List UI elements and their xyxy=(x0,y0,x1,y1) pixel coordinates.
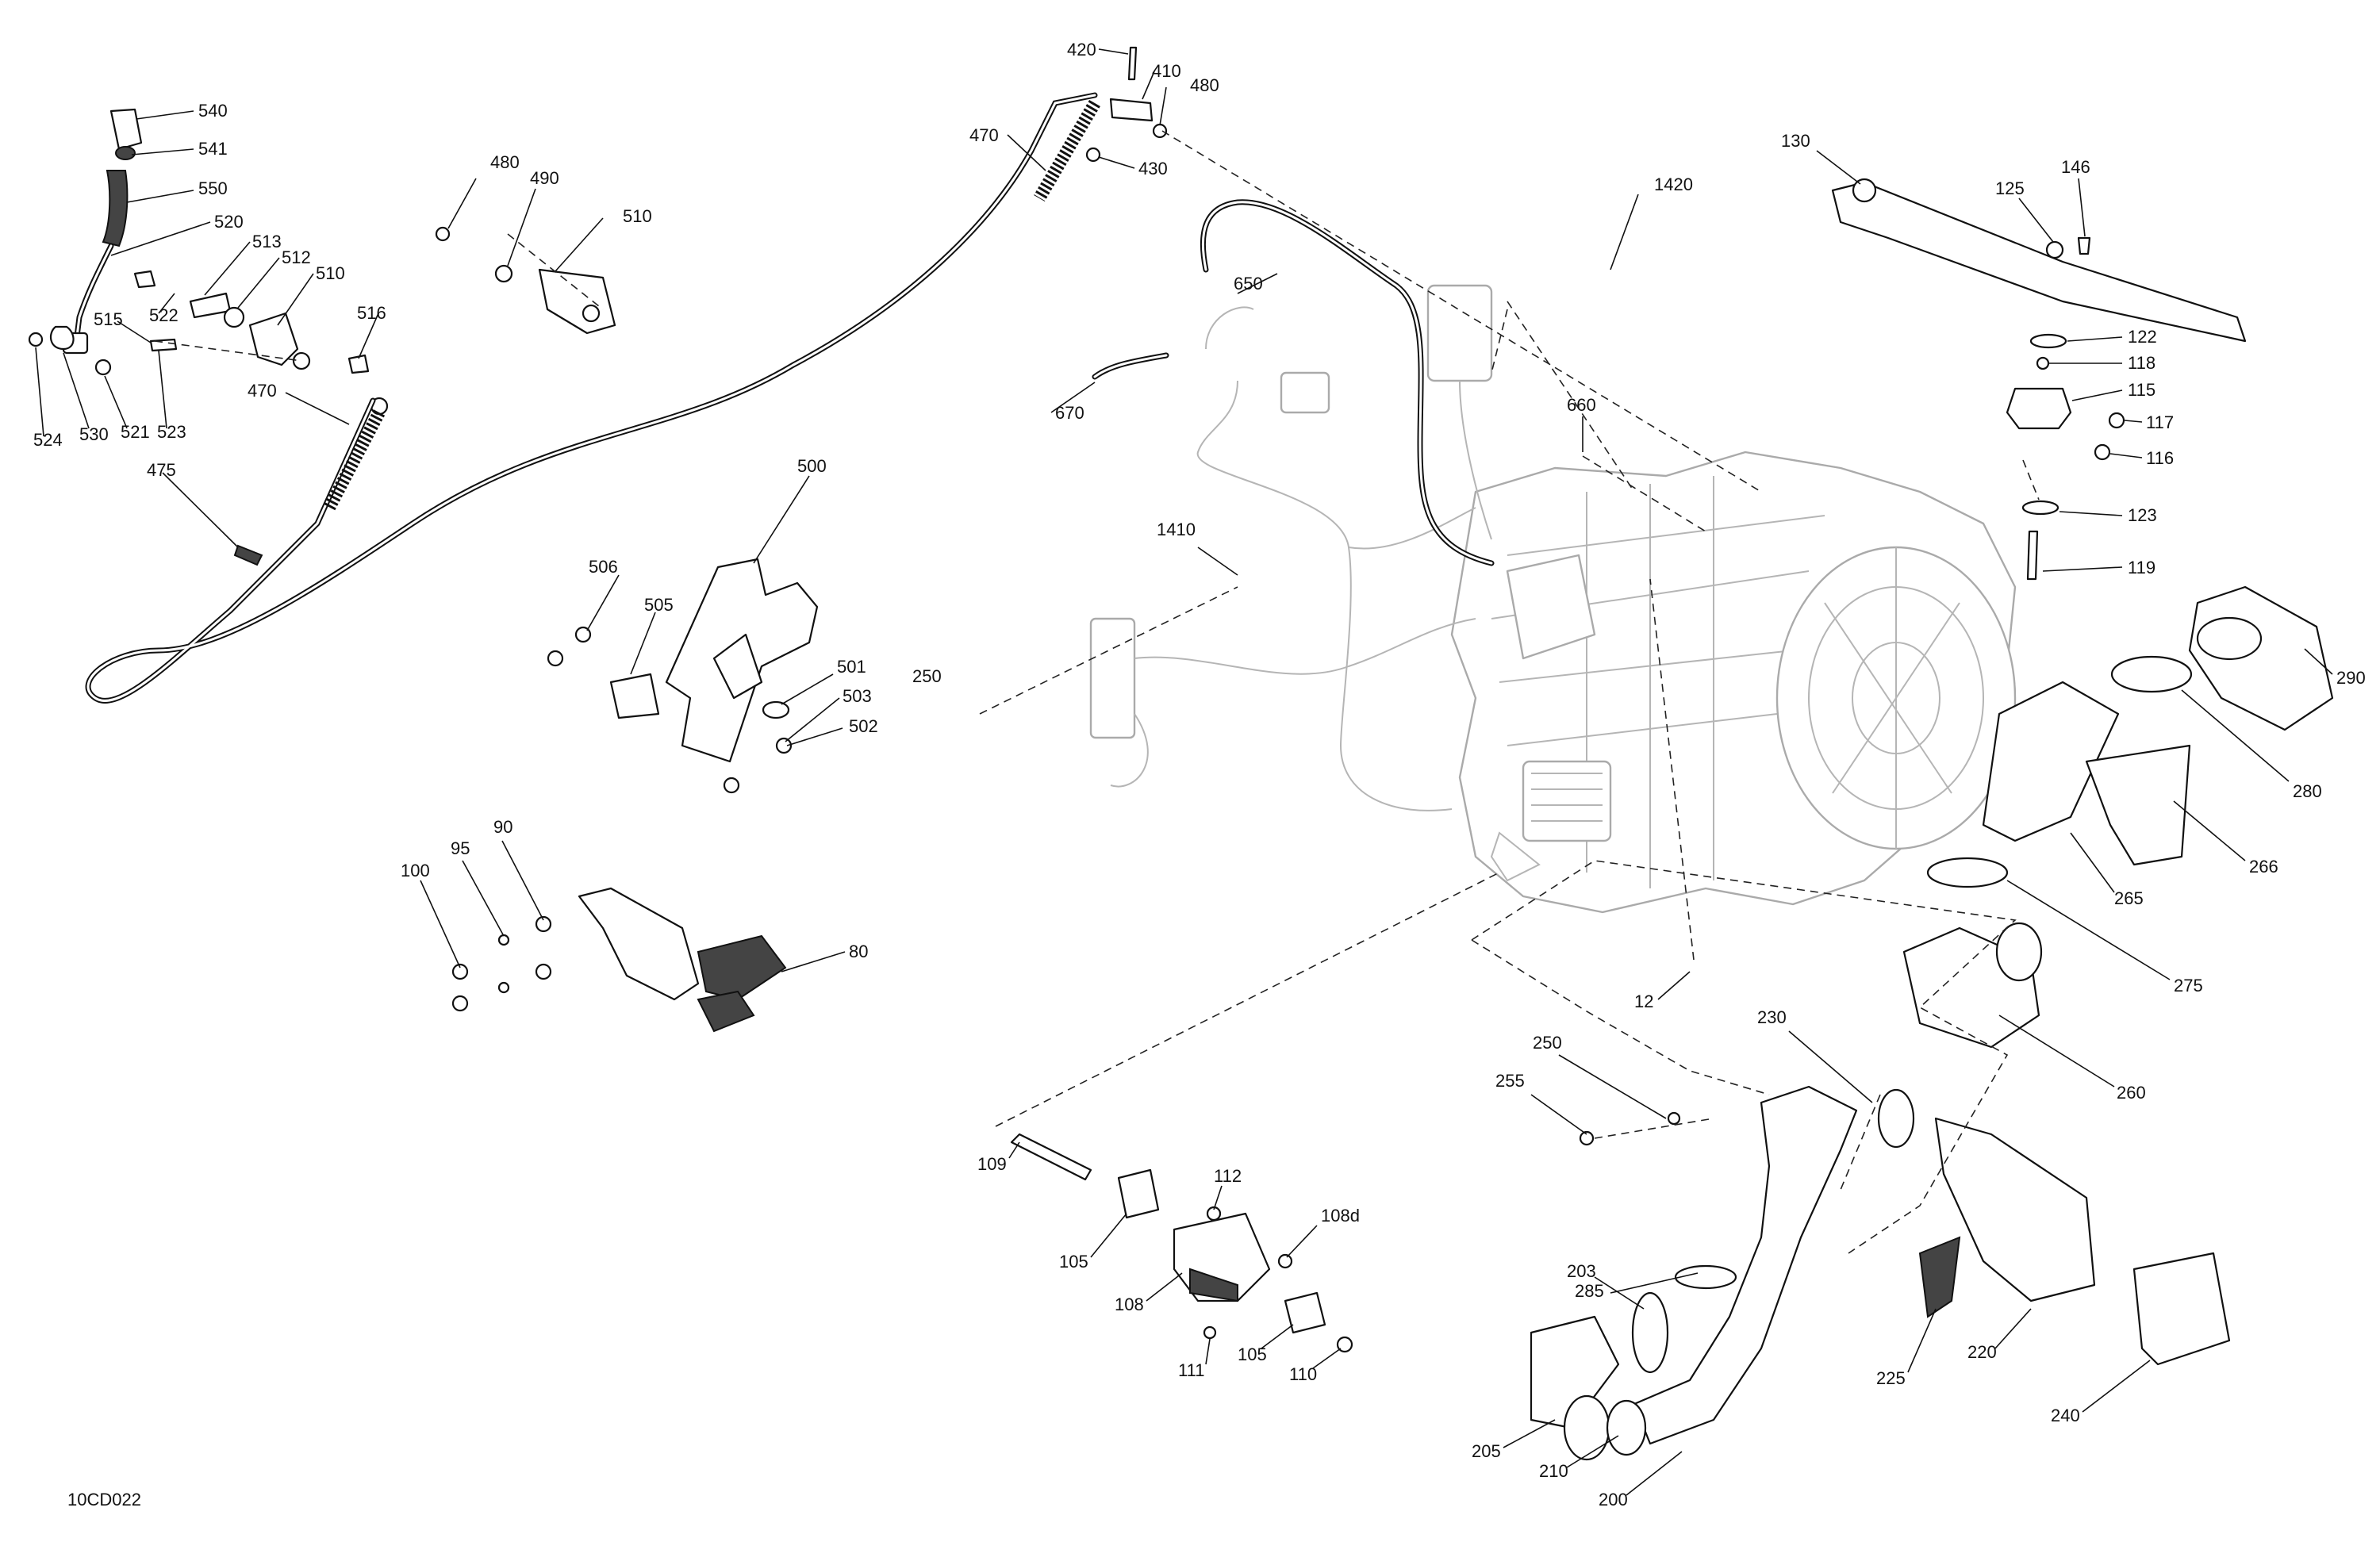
gear-selector-assembly xyxy=(1010,1133,1353,1353)
callout-480-left: 480 xyxy=(490,152,520,172)
callout-506: 506 xyxy=(589,557,618,577)
callout-260: 260 xyxy=(2117,1083,2146,1103)
callout-522: 522 xyxy=(149,305,178,325)
cable-bracket-410 xyxy=(1085,46,1168,163)
callout-285: 285 xyxy=(1575,1281,1604,1301)
callout-90: 90 xyxy=(493,817,512,837)
callout-205: 205 xyxy=(1472,1441,1501,1461)
callout-523: 523 xyxy=(157,422,186,442)
callout-501: 501 xyxy=(837,657,866,677)
callout-122: 122 xyxy=(2128,327,2157,347)
callout-230: 230 xyxy=(1757,1007,1787,1027)
callout-95: 95 xyxy=(451,838,470,858)
callout-502: 502 xyxy=(849,716,878,736)
callout-255: 255 xyxy=(1495,1071,1525,1091)
callout-1410: 1410 xyxy=(1157,520,1196,539)
pedal-bracket-500 xyxy=(547,558,819,794)
callout-540: 540 xyxy=(198,101,228,121)
callout-650: 650 xyxy=(1234,274,1263,293)
callout-541: 541 xyxy=(198,139,228,159)
callout-420: 420 xyxy=(1067,40,1096,59)
callout-105-lower: 105 xyxy=(1238,1344,1267,1364)
callout-515: 515 xyxy=(94,309,123,329)
callout-530: 530 xyxy=(79,424,109,444)
callout-240: 240 xyxy=(2051,1406,2080,1425)
callout-115: 115 xyxy=(2128,380,2155,400)
callout-516: 516 xyxy=(357,303,386,323)
callout-250-lower: 250 xyxy=(1533,1033,1562,1053)
callout-430: 430 xyxy=(1138,159,1168,178)
callout-1420: 1420 xyxy=(1654,175,1693,194)
callout-513: 513 xyxy=(252,232,282,251)
callout-203: 203 xyxy=(1567,1261,1596,1281)
intake-ducts xyxy=(1902,585,2334,1049)
callout-210: 210 xyxy=(1539,1461,1568,1481)
callout-111: 111 xyxy=(1178,1360,1204,1380)
callout-146: 146 xyxy=(2061,157,2090,177)
callout-265: 265 xyxy=(2114,888,2144,908)
callout-490: 490 xyxy=(530,168,559,188)
callout-521: 521 xyxy=(121,422,150,442)
callout-225: 225 xyxy=(1876,1368,1906,1388)
callout-512: 512 xyxy=(282,247,311,267)
hoses xyxy=(1092,199,1495,566)
shift-lever-assembly xyxy=(28,108,389,416)
callout-105-upper: 105 xyxy=(1059,1252,1088,1272)
callout-119: 119 xyxy=(2128,558,2155,577)
lower-intake-exhaust xyxy=(1530,1085,2231,1461)
callout-510-right: 510 xyxy=(623,206,652,226)
callout-123: 123 xyxy=(2128,505,2157,525)
shift-cable xyxy=(85,92,1100,704)
cable-clip-475 xyxy=(233,544,263,566)
callout-117: 117 xyxy=(2146,412,2174,432)
callout-220: 220 xyxy=(1967,1342,1997,1362)
callout-12: 12 xyxy=(1634,992,1653,1011)
callout-80: 80 xyxy=(849,942,868,961)
callout-130: 130 xyxy=(1781,131,1810,151)
callout-labels: 540 541 550 520 513 512 510 515 522 516 … xyxy=(33,40,2366,1509)
callout-500: 500 xyxy=(797,456,827,476)
callout-520: 520 xyxy=(214,212,244,232)
callout-470-top: 470 xyxy=(969,125,999,145)
callout-475: 475 xyxy=(147,460,176,480)
callout-108d: 108d xyxy=(1321,1206,1360,1226)
callout-550: 550 xyxy=(198,178,228,198)
callout-125: 125 xyxy=(1995,178,2025,198)
callout-108: 108 xyxy=(1115,1295,1144,1314)
callout-510-upper: 510 xyxy=(316,263,345,283)
callout-660: 660 xyxy=(1567,395,1596,415)
callout-505: 505 xyxy=(644,595,674,615)
callout-280: 280 xyxy=(2293,781,2322,801)
figure-code: 10CD022 xyxy=(67,1490,141,1509)
callout-110: 110 xyxy=(1289,1364,1317,1384)
callout-290: 290 xyxy=(2336,668,2366,688)
callout-116: 116 xyxy=(2146,448,2174,468)
callout-266: 266 xyxy=(2249,857,2278,876)
callout-275: 275 xyxy=(2174,976,2203,995)
callout-112: 112 xyxy=(1214,1166,1242,1186)
engine-ghost xyxy=(1450,451,2017,914)
callout-670: 670 xyxy=(1055,403,1084,423)
assembly-lines xyxy=(154,130,2040,1254)
wiring-harness-ghost xyxy=(1089,284,1493,811)
throttle-pedal-80 xyxy=(451,887,787,1033)
callout-503: 503 xyxy=(843,686,872,706)
callout-118: 118 xyxy=(2128,353,2155,373)
callout-109: 109 xyxy=(977,1154,1007,1174)
callout-410: 410 xyxy=(1152,61,1181,81)
engine-mount-assembly xyxy=(1831,178,2247,581)
callout-480-top: 480 xyxy=(1190,75,1219,95)
callout-leaders xyxy=(35,48,2333,1496)
callout-524: 524 xyxy=(33,430,63,450)
callout-200: 200 xyxy=(1599,1490,1628,1509)
callout-250-left: 250 xyxy=(912,666,942,686)
callout-100: 100 xyxy=(401,861,430,880)
bracket-510-upper xyxy=(435,226,616,335)
callout-470-left: 470 xyxy=(248,381,277,401)
